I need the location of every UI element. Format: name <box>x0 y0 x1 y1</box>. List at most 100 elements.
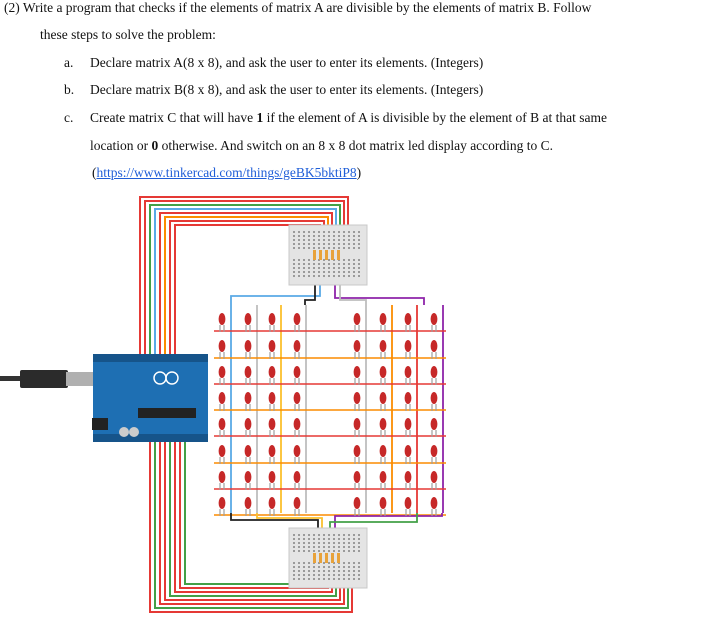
breadboard-hole <box>318 574 320 576</box>
wire <box>334 513 443 535</box>
led <box>404 392 412 404</box>
breadboard-hole <box>358 578 360 580</box>
breadboard-hole <box>313 574 315 576</box>
usb-cable <box>0 376 22 381</box>
breadboard-hole <box>353 235 355 237</box>
breadboard-hole <box>308 546 310 548</box>
breadboard-hole <box>338 538 340 540</box>
breadboard-hole <box>353 546 355 548</box>
resistor <box>337 553 340 563</box>
breadboard-hole <box>313 534 315 536</box>
breadboard-hole <box>358 247 360 249</box>
resistor <box>313 553 316 563</box>
step-c-text-line2-pre: location or <box>90 138 152 153</box>
breadboard-hole <box>308 566 310 568</box>
breadboard-hole <box>323 259 325 261</box>
breadboard-hole <box>358 562 360 564</box>
breadboard-hole <box>353 550 355 552</box>
breadboard-hole <box>318 239 320 241</box>
breadboard-hole <box>323 566 325 568</box>
breadboard-hole <box>358 538 360 540</box>
breadboard-hole <box>328 542 330 544</box>
led <box>379 497 387 509</box>
breadboard-hole <box>358 259 360 261</box>
breadboard-hole <box>358 534 360 536</box>
led <box>218 471 226 483</box>
breadboard-hole <box>343 263 345 265</box>
breadboard-hole <box>303 546 305 548</box>
breadboard-hole <box>348 239 350 241</box>
breadboard-hole <box>353 239 355 241</box>
circuit-diagram <box>0 196 446 613</box>
led <box>293 497 301 509</box>
breadboard-hole <box>353 247 355 249</box>
arduino-header-top <box>93 354 208 362</box>
step-b: b.Declare matrix B(8 x 8), and ask the u… <box>64 82 483 98</box>
breadboard-hole <box>353 562 355 564</box>
breadboard-hole <box>313 566 315 568</box>
breadboard-hole <box>308 239 310 241</box>
breadboard-hole <box>328 578 330 580</box>
breadboard-hole <box>313 239 315 241</box>
breadboard-hole <box>318 243 320 245</box>
breadboard-hole <box>343 542 345 544</box>
breadboard-hole <box>298 271 300 273</box>
usb-connector <box>66 372 96 386</box>
breadboard-hole <box>298 566 300 568</box>
led <box>353 392 361 404</box>
led <box>244 471 252 483</box>
breadboard-hole <box>358 231 360 233</box>
breadboard-hole <box>323 275 325 277</box>
breadboard-hole <box>348 534 350 536</box>
breadboard-hole <box>298 562 300 564</box>
led <box>244 445 252 457</box>
breadboard-hole <box>303 243 305 245</box>
led <box>353 340 361 352</box>
breadboard-hole <box>338 546 340 548</box>
breadboard-hole <box>293 566 295 568</box>
breadboard-hole <box>293 534 295 536</box>
breadboard-hole <box>353 542 355 544</box>
led <box>293 340 301 352</box>
step-b-text: Declare matrix B(8 x 8), and ask the use… <box>90 82 484 97</box>
breadboard-hole <box>333 534 335 536</box>
breadboard-hole <box>348 263 350 265</box>
breadboard-hole <box>298 538 300 540</box>
breadboard-hole <box>303 271 305 273</box>
led <box>353 445 361 457</box>
breadboard-hole <box>328 247 330 249</box>
tinkercad-link[interactable]: https://www.tinkercad.com/things/geBK5bk… <box>96 165 357 180</box>
breadboard-hole <box>303 566 305 568</box>
led <box>268 313 276 325</box>
breadboard-hole <box>333 542 335 544</box>
breadboard-hole <box>348 562 350 564</box>
breadboard-hole <box>358 542 360 544</box>
led <box>268 366 276 378</box>
breadboard-hole <box>353 275 355 277</box>
breadboard-hole <box>343 275 345 277</box>
breadboard-hole <box>333 275 335 277</box>
breadboard-hole <box>343 578 345 580</box>
breadboard-hole <box>323 271 325 273</box>
breadboard-hole <box>338 578 340 580</box>
breadboard-hole <box>323 542 325 544</box>
breadboard-hole <box>298 275 300 277</box>
breadboard-hole <box>338 275 340 277</box>
led <box>404 313 412 325</box>
breadboard-hole <box>308 243 310 245</box>
breadboard-hole <box>303 239 305 241</box>
breadboard-hole <box>318 247 320 249</box>
led <box>244 313 252 325</box>
breadboard-hole <box>343 231 345 233</box>
breadboard-hole <box>308 542 310 544</box>
breadboard-hole <box>298 247 300 249</box>
step-c-letter: c. <box>64 110 74 125</box>
breadboard-hole <box>343 546 345 548</box>
breadboard-hole <box>298 578 300 580</box>
breadboard-hole <box>348 546 350 548</box>
breadboard-hole <box>318 570 320 572</box>
step-c-text-pre: Create matrix C that will have <box>90 110 257 125</box>
breadboard-hole <box>338 263 340 265</box>
breadboard-hole <box>333 271 335 273</box>
